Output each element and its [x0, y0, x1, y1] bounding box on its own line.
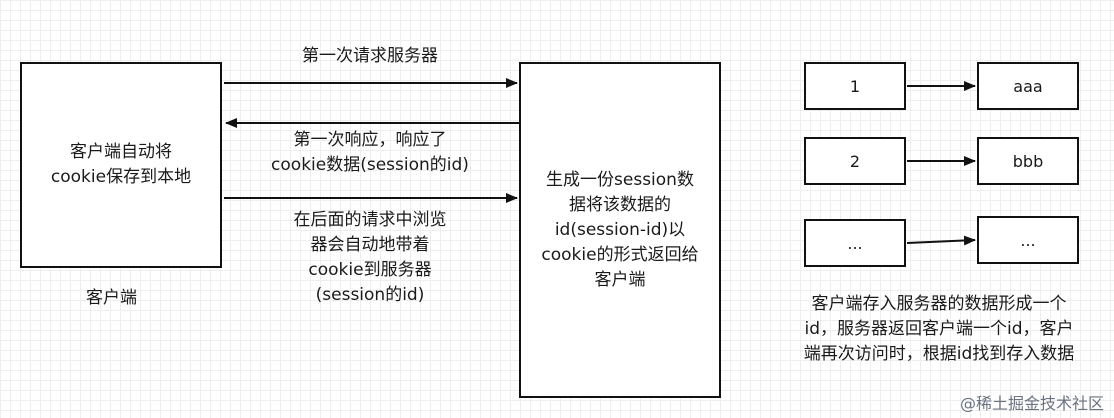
server-box-line: 客户端: [594, 269, 646, 290]
server-box-line: 据将该数据的: [569, 194, 671, 215]
server-box: 生成一份session数 据将该数据的 id(session-id)以 cook…: [519, 62, 721, 398]
client-box-line: cookie保存到本地: [50, 167, 192, 187]
map-key-box: ...: [804, 219, 906, 267]
storage-note-line: id，服务器返回客户端一个id，客户: [804, 319, 1074, 339]
storage-note: 客户端存入服务器的数据形成一个 id，服务器返回客户端一个id，客户 端再次访问…: [766, 292, 1112, 367]
map-key: 2: [849, 151, 861, 171]
map-key-box: 1: [804, 62, 906, 110]
later-requests-line: 器会自动地带着: [310, 235, 430, 255]
map-key-box: 2: [804, 137, 906, 185]
watermark: @稀土掘金技术社区: [959, 394, 1104, 413]
map-key: ...: [847, 233, 863, 253]
later-requests-line: (session的id): [315, 285, 425, 305]
first-request-line: 第一次请求服务器: [302, 46, 438, 66]
map-arrow-3: [906, 235, 976, 246]
later-requests-line: cookie到服务器: [308, 260, 432, 280]
map-value: aaa: [1013, 76, 1043, 96]
storage-note-line: 客户端存入服务器的数据形成一个: [811, 294, 1067, 314]
storage-note-line: 端再次访问时，根据id找到存入数据: [803, 344, 1075, 364]
map-value-box: ...: [977, 216, 1079, 264]
client-label: 客户端: [86, 288, 137, 308]
map-value: bbb: [1012, 151, 1044, 171]
client-box-line: 客户端自动将: [70, 142, 172, 162]
later-requests-label: 在后面的请求中浏览 器会自动地带着 cookie到服务器 (session的id…: [260, 208, 480, 308]
first-response-line: cookie数据(session的id): [271, 155, 469, 175]
first-request-label: 第一次请求服务器: [260, 44, 480, 69]
later-requests-line: 在后面的请求中浏览: [293, 210, 447, 230]
first-response-label: 第一次响应，响应了 cookie数据(session的id): [250, 128, 490, 178]
first-response-line: 第一次响应，响应了: [293, 130, 447, 150]
server-box-line: 生成一份session数: [546, 169, 694, 190]
server-box-line: id(session-id)以: [554, 219, 686, 240]
client-box: 客户端自动将 cookie保存到本地: [20, 62, 222, 268]
map-key: 1: [849, 76, 861, 96]
map-value-box: aaa: [977, 62, 1079, 110]
map-value-box: bbb: [977, 137, 1079, 185]
server-box-line: cookie的形式返回给: [541, 244, 699, 265]
map-value: ...: [1020, 230, 1036, 250]
